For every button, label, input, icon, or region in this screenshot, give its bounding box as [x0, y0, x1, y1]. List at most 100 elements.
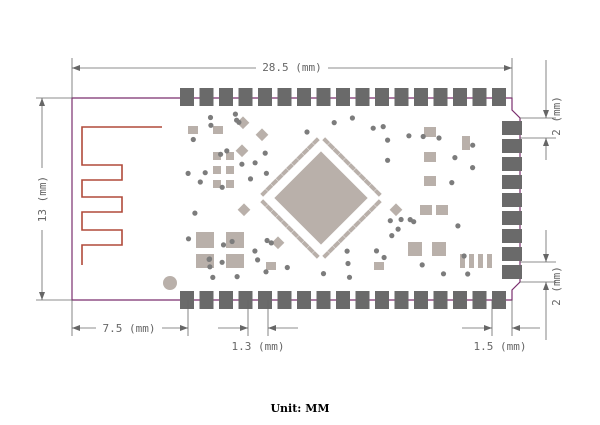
passive-components: [188, 116, 492, 270]
bottom-pin-pad: [355, 291, 370, 309]
top-pin-pad: [375, 88, 389, 106]
component-pad: [374, 262, 384, 270]
top-pin-row: [180, 88, 506, 106]
bottom-pin-pad: [180, 291, 194, 309]
arrowhead: [268, 325, 276, 331]
via-dot: [407, 217, 413, 223]
via-dot: [370, 125, 376, 131]
right-pin-pad: [502, 157, 522, 171]
chip-pad: [260, 199, 269, 208]
bottom-pin-pad: [394, 291, 409, 309]
height-label: 13 (mm): [36, 176, 49, 222]
right-pin-pad: [502, 175, 522, 189]
via-dot: [440, 271, 447, 277]
arrowhead: [543, 282, 549, 290]
top-pin-pad: [336, 88, 350, 106]
component-pad: [408, 242, 422, 256]
right-pin-pad: [502, 265, 522, 279]
top-pin-pad: [492, 88, 506, 106]
component-pad: [213, 126, 223, 134]
via-dot: [192, 210, 198, 216]
top-pin-pad: [238, 88, 253, 106]
top-pin-pad: [472, 88, 487, 106]
component-pad: [478, 254, 483, 268]
component-pad: [188, 126, 198, 134]
main-chip: [274, 151, 368, 245]
via-dot: [380, 124, 386, 130]
via-dot: [208, 122, 214, 128]
component-pad: [236, 116, 250, 130]
bottom-pin-pad: [492, 291, 506, 309]
via-dot: [389, 233, 395, 239]
bottom-pin-pad: [258, 291, 272, 309]
chip-pad: [322, 250, 331, 259]
component-pad: [235, 144, 249, 158]
antenna-offset-label: 7.5 (mm): [103, 322, 156, 335]
bottom-pin-pad: [433, 291, 448, 309]
via-dot: [304, 129, 310, 135]
chip-pad: [363, 209, 372, 218]
via-dot: [185, 236, 192, 242]
via-dot: [220, 242, 227, 248]
via-dot: [385, 137, 391, 143]
via-dot: [346, 274, 353, 280]
bottom-pin-pad: [219, 291, 233, 309]
arrowhead: [543, 110, 549, 118]
arrowhead: [72, 325, 80, 331]
via-dot: [465, 271, 471, 277]
via-dot: [420, 133, 426, 140]
component-pad: [460, 254, 465, 268]
via-dot: [263, 170, 269, 176]
via-dot: [436, 135, 442, 141]
chip-pad: [275, 214, 284, 223]
via-dot: [344, 248, 350, 254]
top-pin-pad: [394, 88, 409, 106]
component-pad: [237, 203, 251, 217]
via-dot: [264, 237, 270, 244]
via-dot: [247, 176, 254, 182]
chip-pad: [342, 230, 351, 239]
via-dot: [190, 136, 196, 143]
chip-pad: [265, 204, 274, 213]
via-dot: [255, 257, 261, 263]
chip-pad: [306, 245, 315, 254]
chip-pad: [332, 147, 341, 156]
component-pad: [213, 180, 221, 188]
antenna-trace: [81, 126, 162, 265]
component-pad: [436, 205, 448, 215]
via-dot: [320, 271, 327, 277]
via-dot: [252, 160, 258, 166]
chip-pad: [280, 219, 289, 228]
component-pad: [271, 236, 285, 250]
chip-pad: [311, 250, 320, 259]
chip-pad: [275, 173, 284, 182]
top-pin-pad: [180, 88, 194, 106]
via-dot: [268, 240, 274, 246]
via-dot: [202, 170, 208, 176]
bottom-pin-pad: [277, 291, 292, 309]
via-dot: [385, 157, 391, 163]
chip-pad: [363, 178, 372, 187]
chip-pad: [332, 240, 341, 249]
via-dot: [349, 115, 355, 121]
component-pad: [213, 152, 221, 160]
via-dot: [395, 226, 401, 232]
chip-pad: [327, 245, 336, 254]
component-pad: [226, 166, 234, 174]
chip-pad: [280, 168, 289, 177]
via-dot: [398, 216, 404, 223]
via-dot: [234, 117, 240, 123]
via-dot: [406, 133, 412, 139]
via-dot: [207, 264, 213, 270]
arrowhead: [484, 325, 492, 331]
via-dot: [229, 238, 235, 245]
chip-pad: [373, 199, 382, 208]
via-dot: [224, 148, 230, 154]
bottom-pin-pad: [453, 291, 467, 309]
right-pin-pad: [502, 193, 522, 207]
bottom-pin-pad: [297, 291, 311, 309]
chip-pad: [348, 225, 356, 233]
top-pin-pad: [414, 88, 428, 106]
top-pin-pad: [199, 88, 214, 106]
via-dot: [185, 170, 191, 176]
